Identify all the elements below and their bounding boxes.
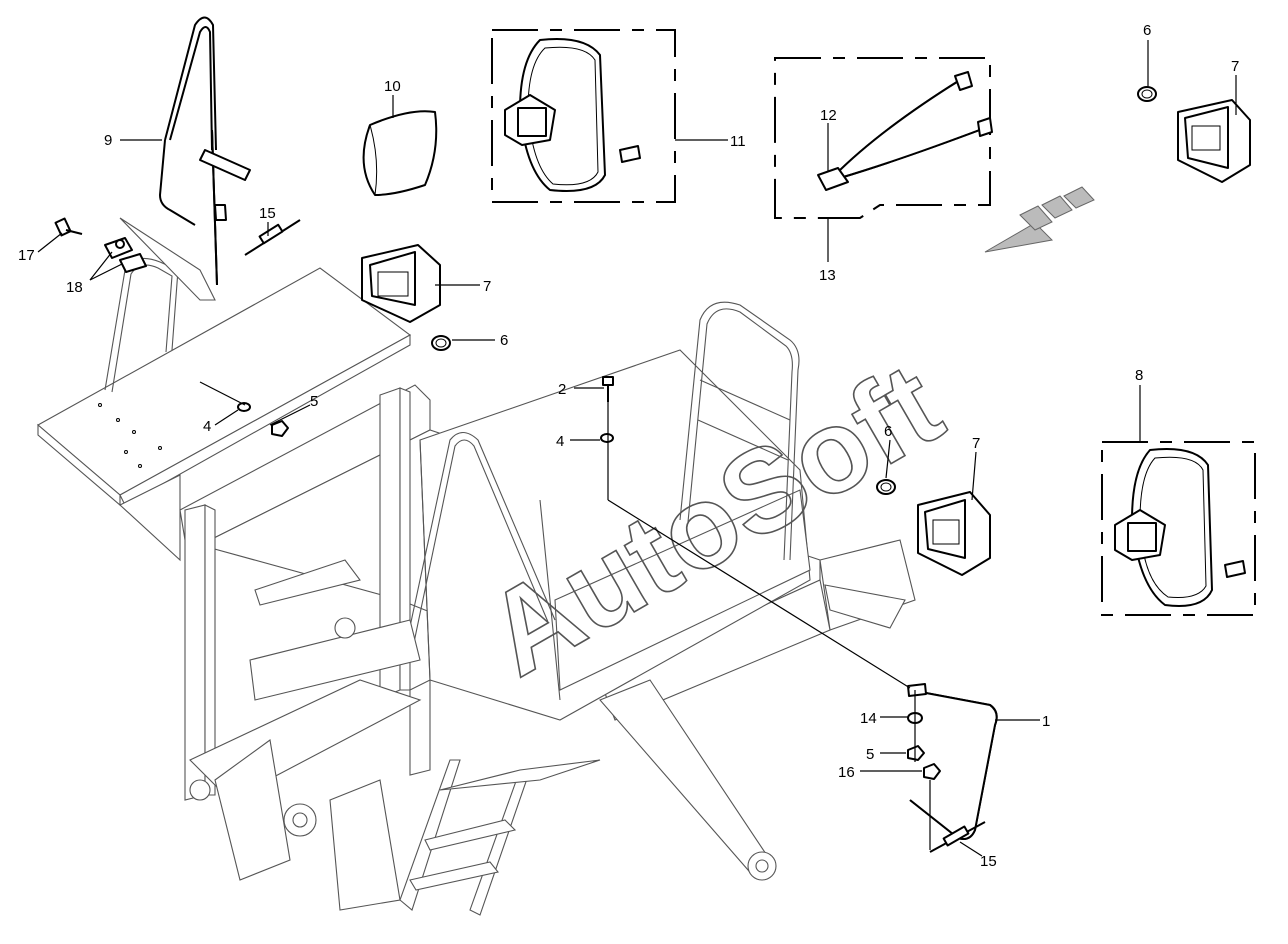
- part-7-work-lamp-top-right: [1177, 99, 1251, 183]
- part-5-nut-left: [271, 420, 289, 437]
- callout-7-top-right: 7: [1231, 58, 1239, 75]
- callout-11: 11: [730, 133, 746, 150]
- part-8-mirror-group: [1101, 441, 1256, 616]
- callout-10: 10: [384, 78, 401, 95]
- part-15-rod-upper: [244, 219, 301, 256]
- callout-labels: 9 10 11 12 13 6 7 15 17 18 7 6 4 5 2 4 6…: [18, 22, 1239, 870]
- part-13-harness-group: [774, 57, 993, 219]
- part-6-grommet-top-right: [1137, 86, 1157, 102]
- part-7-work-lamp-center: [917, 491, 991, 576]
- machine-frame: [37, 257, 916, 916]
- callout-9: 9: [104, 132, 112, 149]
- part-9-mirror-arm: [119, 16, 251, 301]
- callout-8: 8: [1135, 367, 1143, 384]
- part-18-clamps: [104, 237, 147, 273]
- callout-7-left: 7: [483, 278, 491, 295]
- part-4-washer-center: [600, 433, 614, 443]
- callout-15-upper: 15: [259, 205, 276, 222]
- callout-2: 2: [558, 381, 566, 398]
- callout-6-center: 6: [884, 423, 892, 440]
- part-5-nut-lower: [907, 745, 925, 761]
- part-2-bolt: [602, 376, 614, 402]
- callout-5-left: 5: [310, 393, 318, 410]
- callout-6-top-right: 6: [1143, 22, 1151, 39]
- part-1-support-bracket: [907, 683, 998, 840]
- callout-4-left: 4: [203, 418, 211, 435]
- part-17-bolt: [54, 217, 83, 237]
- callout-1: 1: [1042, 713, 1050, 730]
- callout-7-center: 7: [972, 435, 980, 452]
- part-7-work-lamp-left: [361, 244, 441, 323]
- callout-18: 18: [66, 279, 83, 296]
- callout-5-lower: 5: [866, 746, 874, 763]
- callout-13: 13: [819, 267, 836, 284]
- part-10-lens-cover: [362, 110, 438, 196]
- part-6-grommet-left: [431, 335, 451, 351]
- part-11-mirror-group: [491, 29, 676, 203]
- callout-12: 12: [820, 107, 837, 124]
- callout-6-left: 6: [500, 332, 508, 349]
- callout-14: 14: [860, 710, 877, 727]
- part-15-rod-lower: [929, 821, 986, 853]
- callout-4-center: 4: [556, 433, 564, 450]
- leader-lines: [37, 40, 1237, 857]
- part-6-grommet-center: [876, 479, 896, 495]
- callout-17: 17: [18, 247, 35, 264]
- callout-15-lower: 15: [980, 853, 997, 870]
- callout-16: 16: [838, 764, 855, 781]
- direction-arrow-icon: [984, 186, 1095, 253]
- part-16-nut: [923, 763, 941, 780]
- part-4-washer-left: [237, 402, 251, 412]
